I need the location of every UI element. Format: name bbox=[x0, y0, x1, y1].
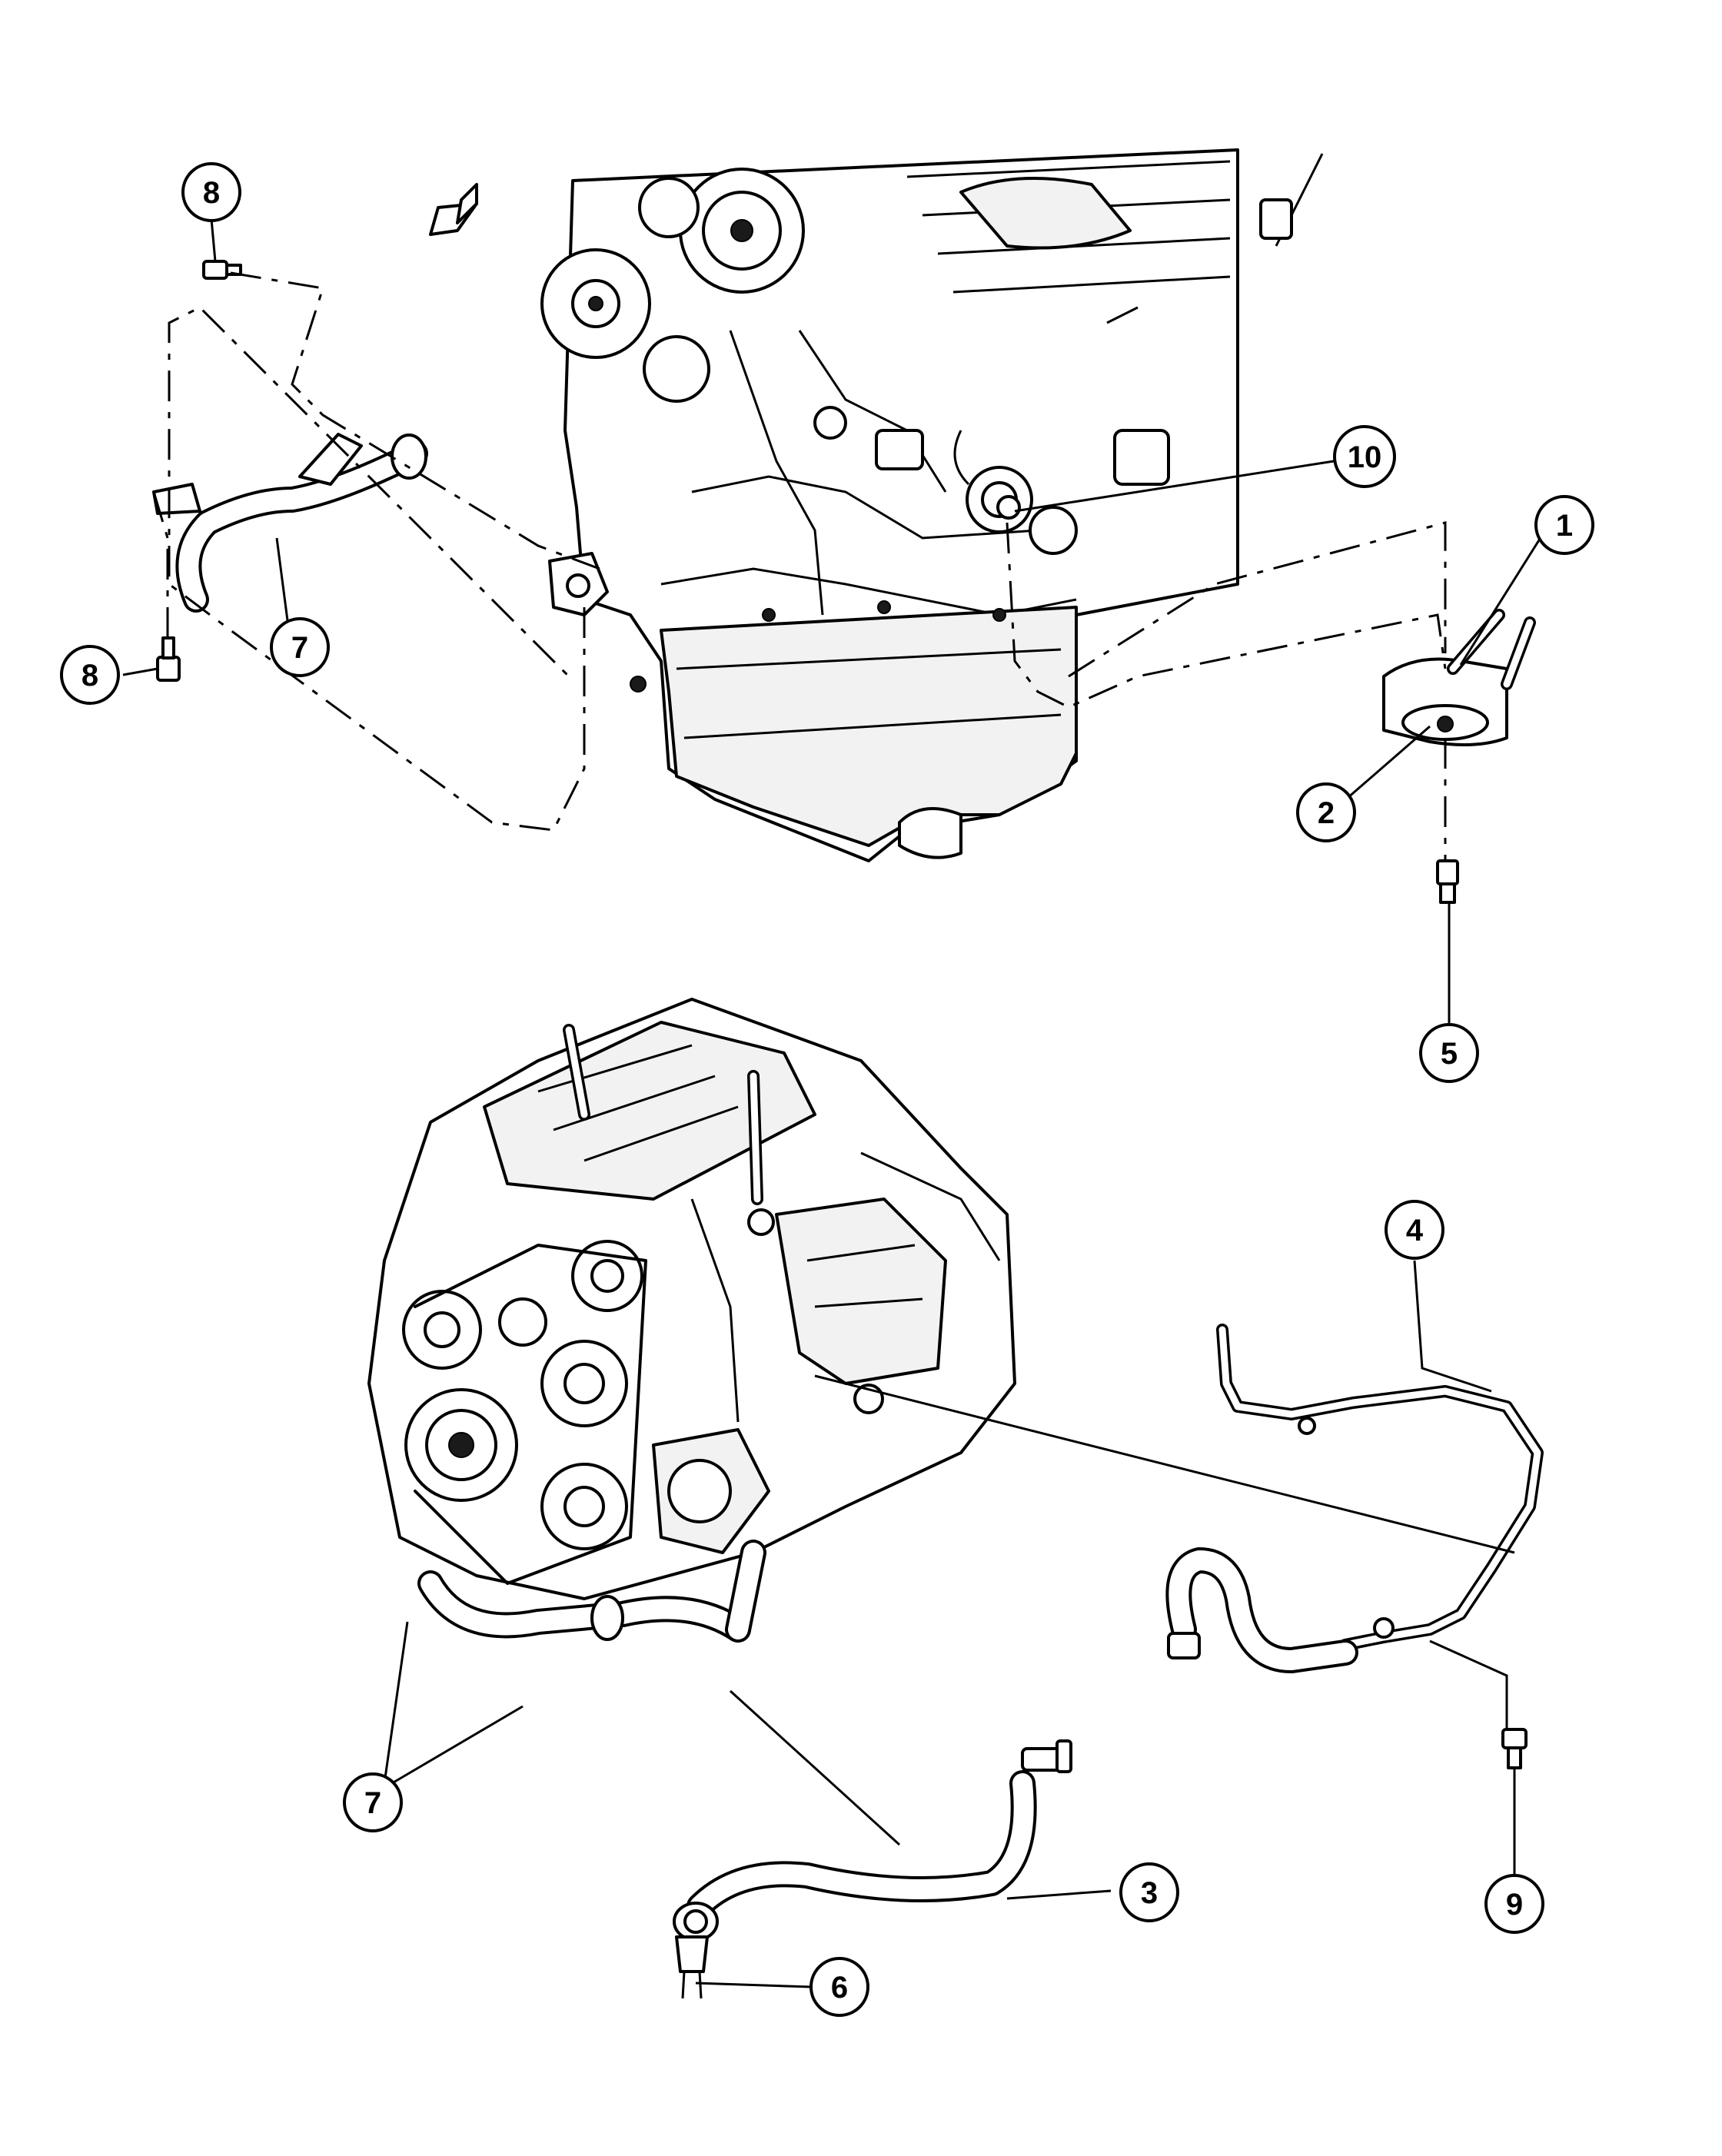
bolt-9 bbox=[1501, 1728, 1528, 1769]
coolant-hose-lower bbox=[417, 1540, 766, 1643]
hose-clamp-6 bbox=[675, 1935, 709, 1999]
svg-text:7: 7 bbox=[364, 1786, 381, 1820]
svg-text:6: 6 bbox=[831, 1971, 848, 2005]
svg-text:3: 3 bbox=[1141, 1876, 1158, 1910]
coolant-hose-upper bbox=[152, 433, 428, 613]
bolt-5 bbox=[1436, 859, 1459, 904]
svg-text:1: 1 bbox=[1556, 509, 1573, 543]
upper-engine-block bbox=[429, 148, 1324, 862]
callout-5: 5 bbox=[1419, 1023, 1479, 1083]
front-arrow-icon bbox=[429, 183, 478, 236]
oil-pressure-sensor bbox=[996, 495, 1021, 520]
callout-6: 6 bbox=[809, 1957, 869, 2017]
callout-1: 1 bbox=[1534, 495, 1594, 555]
bolt-8-upper bbox=[202, 260, 242, 280]
callout-10: 10 bbox=[1333, 425, 1396, 488]
svg-text:9: 9 bbox=[1506, 1888, 1523, 1922]
svg-text:7: 7 bbox=[291, 631, 308, 665]
callout-4: 4 bbox=[1385, 1200, 1444, 1260]
heater-tube-4 bbox=[1165, 1324, 1544, 1673]
heater-hose-3 bbox=[673, 1739, 1072, 1942]
svg-text:10: 10 bbox=[1348, 440, 1382, 474]
bolt-8-lower bbox=[156, 636, 181, 682]
svg-text:4: 4 bbox=[1406, 1214, 1424, 1247]
callout-7-upper: 7 bbox=[270, 617, 330, 677]
callout-2: 2 bbox=[1296, 782, 1356, 842]
svg-text:5: 5 bbox=[1441, 1037, 1458, 1071]
lower-engine-assembly bbox=[367, 998, 1016, 1600]
callout-8-upper: 8 bbox=[181, 162, 241, 222]
leader-lines bbox=[122, 218, 1547, 1988]
svg-text:8: 8 bbox=[81, 659, 98, 693]
callout-8-lower: 8 bbox=[60, 645, 120, 705]
callout-9: 9 bbox=[1484, 1874, 1544, 1934]
callout-7-lower: 7 bbox=[343, 1772, 403, 1832]
svg-text:8: 8 bbox=[203, 176, 220, 210]
svg-text:2: 2 bbox=[1318, 796, 1335, 830]
oil-cooler-assembly bbox=[1382, 609, 1536, 746]
callout-3: 3 bbox=[1119, 1862, 1179, 1922]
